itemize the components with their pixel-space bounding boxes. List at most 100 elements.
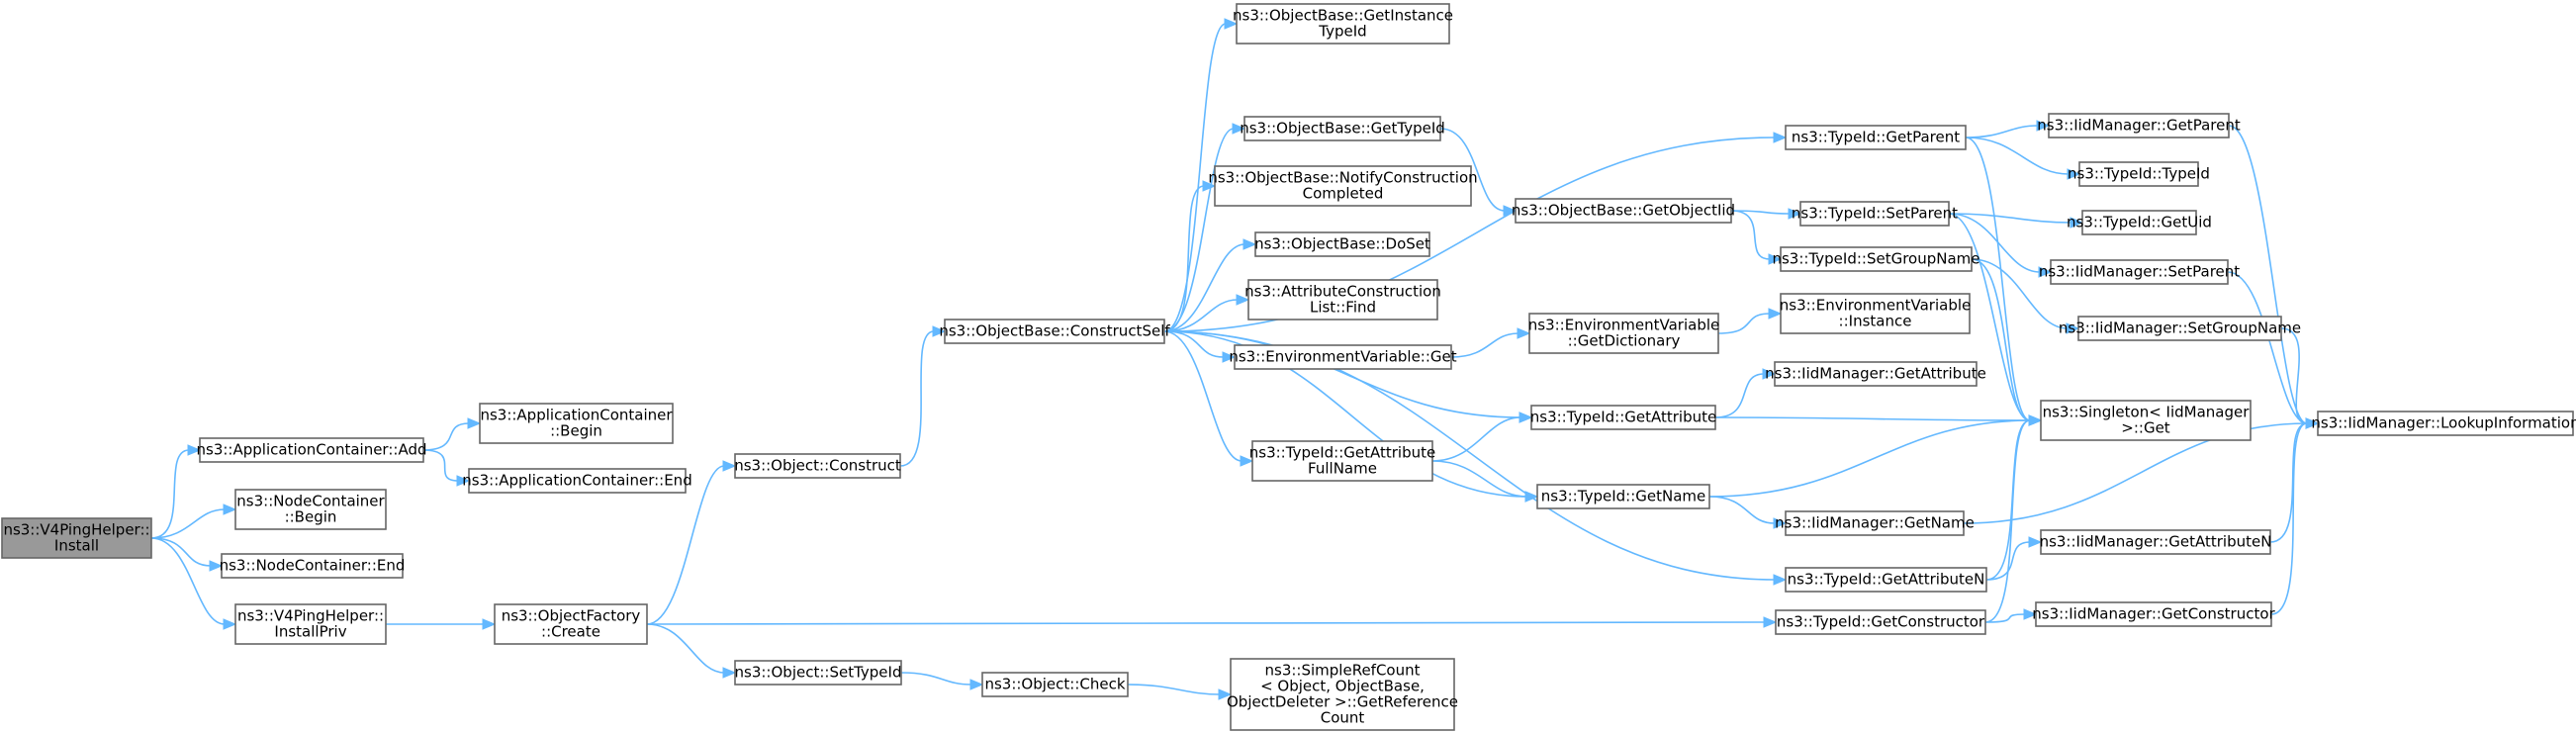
node-iidgetname[interactable]: ns3::IidManager::GetName bbox=[1775, 510, 1975, 536]
arrowhead bbox=[1202, 180, 1217, 192]
node-box bbox=[1780, 293, 1971, 334]
node-tgetattribute[interactable]: ns3::TypeId::GetAttribute bbox=[1530, 405, 1716, 430]
node-box bbox=[2040, 529, 2271, 555]
node-appadd[interactable]: ns3::ApplicationContainer::Add bbox=[197, 437, 427, 463]
node-label: ns3::ObjectBase::DoSet bbox=[1254, 234, 1430, 252]
edge-getobjectiid-to-tsetgroupname bbox=[1730, 210, 1783, 265]
node-box bbox=[734, 453, 901, 479]
node-label: ns3::IidManager::GetAttributeN bbox=[2040, 532, 2272, 550]
node-box bbox=[2050, 259, 2229, 285]
arrowhead bbox=[187, 444, 202, 456]
node-envget[interactable]: ns3::EnvironmentVariable::Get bbox=[1229, 344, 1457, 370]
node-objconstruct[interactable]: ns3::Object::Construct bbox=[734, 453, 901, 479]
edge-factorycreate-to-settypeid bbox=[646, 623, 737, 679]
node-ttypeid[interactable]: ns3::TypeId::TypeId bbox=[2068, 161, 2210, 187]
node-label: ns3::IidManager::SetGroupName bbox=[2059, 319, 2301, 336]
node-tgetparent[interactable]: ns3::TypeId::GetParent bbox=[1785, 125, 1967, 150]
edge-factorycreate-to-tgetconstructor bbox=[646, 616, 1778, 628]
node-lookupinfo[interactable]: ns3::IidManager::LookupInformation bbox=[2311, 411, 2576, 436]
node-objcheck[interactable]: ns3::Object::Check bbox=[981, 672, 1129, 697]
arrowhead bbox=[1518, 412, 1533, 423]
node-label: ns3::IidManager::LookupInformation bbox=[2311, 413, 2576, 431]
arrowhead bbox=[1768, 253, 1783, 265]
node-label: ns3::IidManager::GetAttribute bbox=[1765, 364, 1986, 382]
node-box bbox=[199, 437, 424, 463]
node-label: InstallPriv bbox=[274, 622, 346, 640]
node-getobjectiid[interactable]: ns3::ObjectBase::GetObjectIid bbox=[1512, 198, 1735, 224]
arrowhead bbox=[2305, 417, 2320, 429]
node-iidgetparent[interactable]: ns3::IidManager::GetParent bbox=[2037, 113, 2241, 138]
node-label: ns3::IidManager::GetConstructor bbox=[2032, 604, 2275, 622]
arrowhead bbox=[1222, 351, 1237, 363]
node-appbegin[interactable]: ns3::ApplicationContainer::Begin bbox=[479, 403, 674, 444]
edge-envgetdict-to-envinstance bbox=[1717, 308, 1783, 334]
node-settypeid[interactable]: ns3::Object::SetTypeId bbox=[734, 660, 902, 686]
node-doset[interactable]: ns3::ObjectBase::DoSet bbox=[1254, 231, 1430, 257]
node-installpriv[interactable]: ns3::V4PingHelper::InstallPriv bbox=[234, 603, 387, 645]
node-label: ns3::TypeId::GetConstructor bbox=[1777, 612, 1985, 630]
edge-tgetname-to-iidgetname bbox=[1708, 496, 1788, 529]
node-factorycreate[interactable]: ns3::ObjectFactory::Create bbox=[494, 603, 648, 645]
node-notify[interactable]: ns3::ObjectBase::NotifyConstructionCompl… bbox=[1208, 165, 1478, 207]
arrowhead bbox=[1242, 238, 1257, 250]
node-box bbox=[1785, 567, 1987, 593]
node-nodebegin[interactable]: ns3::NodeContainer::Begin bbox=[234, 489, 387, 530]
edge-objconstruct-to-constructself bbox=[899, 325, 947, 467]
node-tgetattributen[interactable]: ns3::TypeId::GetAttributeN bbox=[1785, 567, 1987, 593]
arrowhead bbox=[1773, 132, 1788, 143]
node-box bbox=[1774, 361, 1978, 387]
arrowhead bbox=[2067, 168, 2081, 180]
node-label: ns3::TypeId::SetGroupName bbox=[1772, 249, 1979, 267]
node-gettypeid[interactable]: ns3::ObjectBase::GetTypeId bbox=[1240, 116, 1445, 141]
edge-settypeid-to-objcheck bbox=[900, 672, 984, 690]
edge-constructself-to-attrfind bbox=[1163, 294, 1250, 332]
node-tgetuid[interactable]: ns3::TypeId::GetUid bbox=[2067, 210, 2212, 235]
node-envgetdict[interactable]: ns3::EnvironmentVariable::GetDictionary bbox=[1528, 313, 1719, 354]
node-getrefcount[interactable]: ns3::SimpleRefCount< Object, ObjectBase,… bbox=[1227, 658, 1458, 731]
arrowhead bbox=[722, 667, 737, 679]
edge-tgetattributen-to-iidgetattributen bbox=[1985, 536, 2043, 581]
arrowhead bbox=[1762, 368, 1777, 380]
arrowhead bbox=[932, 325, 947, 337]
node-root[interactable]: ns3::V4PingHelper::Install bbox=[1, 517, 152, 559]
node-tsetparent[interactable]: ns3::TypeId::SetParent bbox=[1792, 201, 1958, 227]
node-singletonget[interactable]: ns3::Singleton< IidManager>::Get bbox=[2040, 400, 2252, 441]
arrowhead bbox=[1240, 455, 1254, 467]
edge-envget-to-envgetdict bbox=[1450, 327, 1531, 358]
node-label: ::Create bbox=[541, 622, 600, 640]
node-iidsetgroupname[interactable]: ns3::IidManager::SetGroupName bbox=[2059, 316, 2301, 341]
edge-objcheck-to-getrefcount bbox=[1127, 684, 1233, 700]
arrowhead bbox=[1768, 308, 1783, 320]
node-label: ns3::IidManager::GetName bbox=[1775, 513, 1975, 531]
node-tgetname[interactable]: ns3::TypeId::GetName bbox=[1536, 484, 1710, 509]
arrowhead bbox=[1788, 208, 1802, 220]
node-tgetconstructor[interactable]: ns3::TypeId::GetConstructor bbox=[1775, 609, 1986, 635]
node-envinstance[interactable]: ns3::EnvironmentVariable::Instance bbox=[1780, 293, 1971, 334]
edge-iidgetparent-to-lookupinfo bbox=[2228, 125, 2320, 429]
edge-gettypeid-to-getobjectiid bbox=[1439, 128, 1518, 217]
node-iidgetattribute[interactable]: ns3::IidManager::GetAttribute bbox=[1765, 361, 1986, 387]
node-iidgetattributen[interactable]: ns3::IidManager::GetAttributeN bbox=[2040, 529, 2272, 555]
node-constructself[interactable]: ns3::ObjectBase::ConstructSelf bbox=[939, 319, 1170, 344]
arrowhead bbox=[2028, 536, 2043, 548]
node-tsetgroupname[interactable]: ns3::TypeId::SetGroupName bbox=[1772, 246, 1980, 272]
node-box bbox=[1247, 279, 1438, 321]
node-iidsetparent[interactable]: ns3::IidManager::SetParent bbox=[2039, 259, 2240, 285]
node-nodeend[interactable]: ns3::NodeContainer::End bbox=[220, 553, 406, 579]
node-label: ns3::IidManager::GetParent bbox=[2037, 116, 2241, 134]
arrowhead bbox=[209, 560, 224, 572]
arrowhead bbox=[1524, 491, 1539, 503]
node-append[interactable]: ns3::ApplicationContainer::End bbox=[462, 468, 692, 494]
node-box bbox=[1234, 344, 1452, 370]
node-box bbox=[234, 489, 387, 530]
edge-root-to-appadd bbox=[150, 444, 202, 539]
arrowhead bbox=[969, 679, 984, 690]
node-box bbox=[1528, 313, 1719, 354]
node-iidgetconstructor[interactable]: ns3::IidManager::GetConstructor bbox=[2032, 601, 2276, 627]
edge-installpriv-to-factorycreate bbox=[385, 618, 497, 630]
node-label: ns3::ObjectBase::GetTypeId bbox=[1240, 119, 1445, 137]
node-label: TypeId bbox=[1318, 22, 1366, 40]
